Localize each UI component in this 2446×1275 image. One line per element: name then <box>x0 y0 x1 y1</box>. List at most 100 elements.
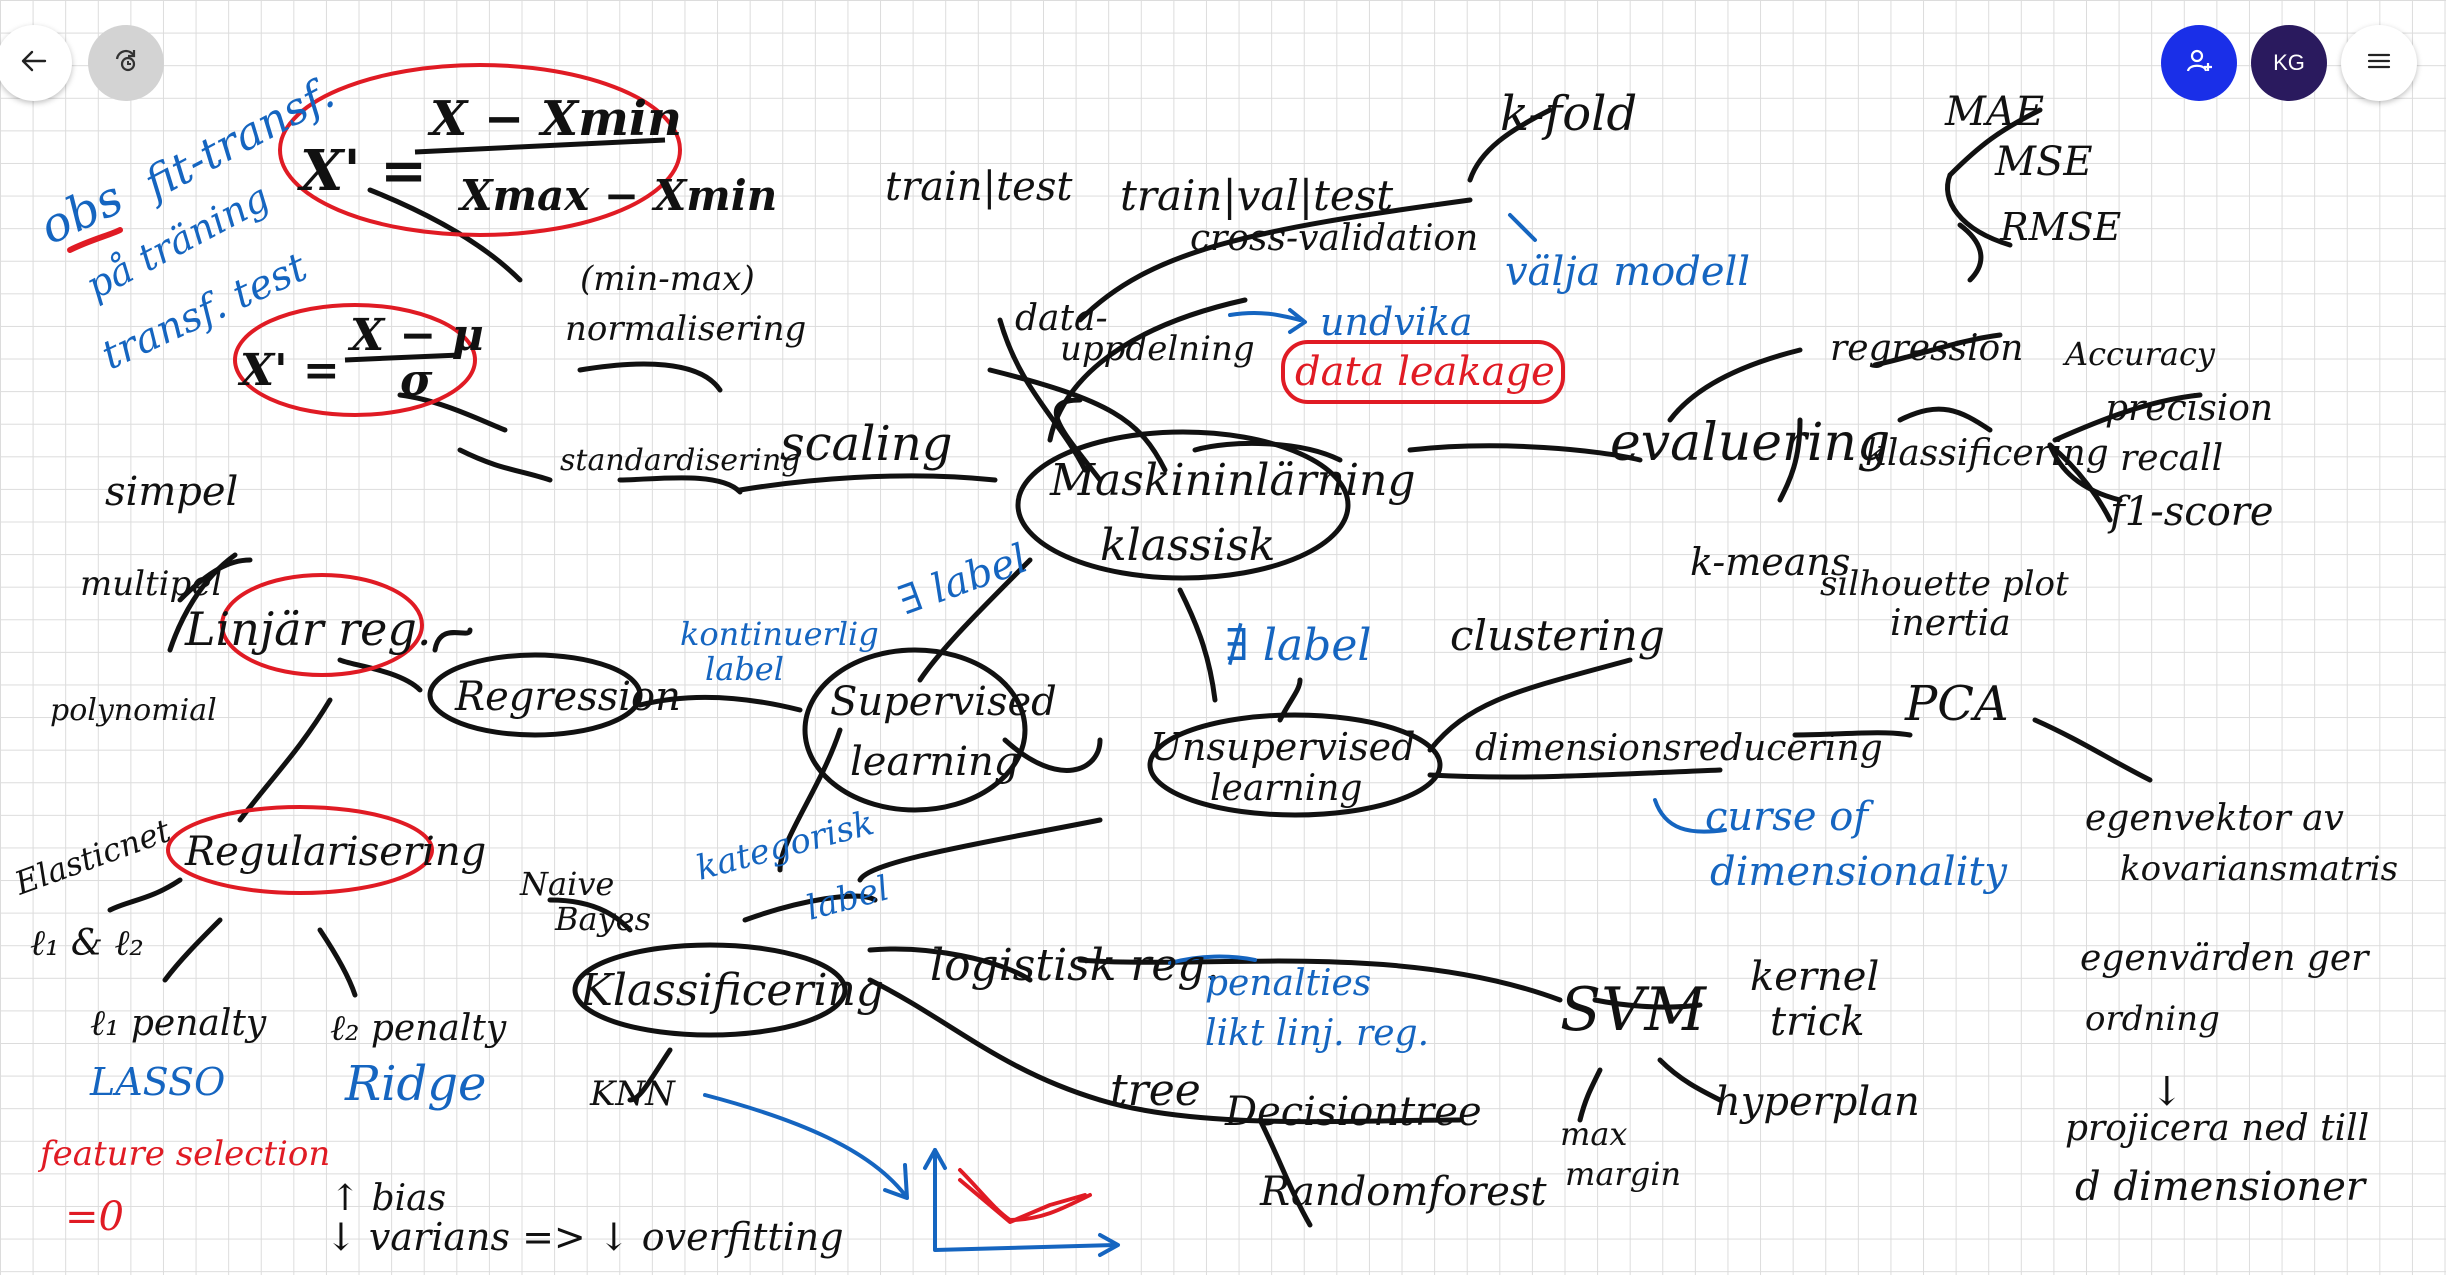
varians-label: ↓ varians => ↓ overfitting <box>325 1215 844 1259</box>
egenvarden-line1: egenvärden ger <box>2080 938 2370 979</box>
f1-score-label: f1-score <box>2107 489 2274 535</box>
back-button[interactable] <box>0 25 72 101</box>
elasticnet-label: Elasticnet <box>9 811 176 903</box>
klassificering-label: Klassificering <box>579 965 884 1016</box>
center-title-line1: Maskininlärning <box>1049 455 1416 506</box>
train-test-label: train|test <box>885 164 1073 210</box>
l2-penalty-label: ℓ₂ penalty <box>330 1008 507 1049</box>
hyperplan-label: hyperplan <box>1715 1079 1920 1125</box>
black-ellipses <box>427 429 1443 1038</box>
unsupervised-line1: Unsupervised <box>1150 725 1415 769</box>
randomforest-label: Randomforest <box>1259 1169 1547 1215</box>
history-sync-icon <box>111 46 141 80</box>
l1-penalty-label: ℓ₁ penalty <box>90 1003 267 1044</box>
data-leakage-box <box>1281 340 1565 404</box>
regression-eval-label: regression <box>1830 328 2023 369</box>
eq-zero-note: =0 <box>65 1194 124 1240</box>
minmax-label: (min-max) <box>580 259 755 299</box>
share-button[interactable] <box>2161 25 2237 101</box>
accuracy-label: Accuracy <box>2062 335 2216 373</box>
valja-modell-note: välja modell <box>1505 249 1750 295</box>
minmax-xprime: X' = <box>297 138 427 204</box>
blue-strokes <box>703 213 1727 1257</box>
bias-label: ↑ bias <box>330 1178 446 1219</box>
klassificering-eval-label: klassificering <box>1865 433 2109 474</box>
multipel-label: multipel <box>80 564 222 604</box>
knn-label: KNN <box>589 1074 676 1114</box>
center-ellipse <box>1015 429 1351 581</box>
projicera-line1: projicera ned till <box>2065 1108 2369 1149</box>
std-xprime: X' = <box>237 345 340 396</box>
lasso-note: LASSO <box>89 1060 225 1104</box>
kontinuerlig-line2: label <box>705 650 784 688</box>
std-numerator: X − μ <box>347 310 484 361</box>
recall-label: recall <box>2120 438 2223 479</box>
normalisering-label: normalisering <box>565 309 806 349</box>
silhouette-label: silhouette plot <box>1820 564 2069 604</box>
kernel-line1: kernel <box>1750 954 1879 1000</box>
tree-label: tree <box>1110 1065 1201 1116</box>
minmax-denominator: Xmax − Xmin <box>457 171 777 220</box>
feature-selection-note: feature selection <box>37 1134 330 1174</box>
kernel-line2: trick <box>1770 999 1865 1045</box>
curse-line1: curse of <box>1705 794 1874 840</box>
naive-bayes-line1: Naive <box>519 865 614 903</box>
sync-history-button[interactable] <box>88 25 164 101</box>
logistisk-reg-label: logistisk reg. <box>930 940 1220 991</box>
clustering-label: clustering <box>1450 611 1665 660</box>
decisiontree-label: Decisiontree <box>1224 1089 1482 1135</box>
kategorisk-line2: label <box>802 868 893 928</box>
regression-label: Regression <box>454 674 681 720</box>
rmse-label: RMSE <box>1999 205 2122 249</box>
hamburger-menu-icon <box>2365 47 2393 79</box>
unsupervised-line2: learning <box>1210 768 1362 809</box>
minmax-formula-ellipse <box>278 63 682 237</box>
simpel-label: simpel <box>105 469 238 515</box>
evaluering-label: evaluering <box>1610 413 1890 473</box>
kategorisk-line1: kategorisk <box>692 803 878 889</box>
polynomial-label: polynomial <box>50 693 217 728</box>
projicera-line2: d dimensioner <box>2075 1164 2368 1210</box>
inertia-label: inertia <box>1890 603 2011 644</box>
data-uppdelning-line2: uppdelning <box>1060 329 1255 369</box>
center-title-line2: klassisk <box>1100 520 1275 571</box>
unsupervised-ellipse <box>1147 712 1443 818</box>
black-connectors <box>107 107 2203 1228</box>
no-label-note: ∄ label <box>1225 620 1371 671</box>
regularisering-ellipse <box>166 805 434 895</box>
max-margin-line2: margin <box>1565 1155 1681 1193</box>
penalties-line1: penalties <box>1205 963 1371 1004</box>
menu-button[interactable] <box>2341 25 2417 101</box>
max-margin-line1: max <box>1560 1115 1627 1153</box>
standardisering-label: standardisering <box>560 443 801 478</box>
linjar-reg-label: Linjär reg. <box>184 602 431 656</box>
egenvarden-line2: ordning <box>2085 999 2220 1039</box>
regression-ellipse <box>427 652 643 738</box>
arrow-left-icon <box>19 46 49 80</box>
egenvektor-line2: kovariansmatris <box>2120 849 2398 889</box>
train-val-test-label: train|val|test <box>1120 171 1393 220</box>
mse-label: MSE <box>1994 139 2093 185</box>
arrow-down-mark: ↓ <box>2150 1069 2184 1115</box>
l1-l2-label: ℓ₁ & ℓ₂ <box>30 923 144 964</box>
minmax-numerator: X − Xmin <box>427 91 682 147</box>
egenvektor-line1: egenvektor av <box>2085 798 2344 839</box>
supervised-line1: Supervised <box>830 679 1057 725</box>
precision-label: precision <box>2105 388 2273 429</box>
linjar-reg-ellipse <box>220 573 424 677</box>
svm-label: SVM <box>1560 975 1707 1045</box>
red-mini-plot <box>958 1178 1087 1224</box>
supervised-ellipse <box>802 647 1028 813</box>
avatar-initials: KG <box>2273 50 2305 75</box>
kontinuerlig-line1: kontinuerlig <box>680 615 879 653</box>
std-formula-ellipse <box>233 303 477 417</box>
k-fold-label: k-fold <box>1500 86 1637 142</box>
exists-label-note: ∃ label <box>893 536 1034 625</box>
dimensionsreducering-label: dimensionsreducering <box>1475 728 1883 769</box>
k-means-label: k-means <box>1690 540 1850 584</box>
avatar[interactable]: KG <box>2251 25 2327 101</box>
pca-label: PCA <box>1904 676 2009 732</box>
data-leakage-note: data leakage <box>1295 349 1555 395</box>
obs-note: obs <box>31 170 131 256</box>
